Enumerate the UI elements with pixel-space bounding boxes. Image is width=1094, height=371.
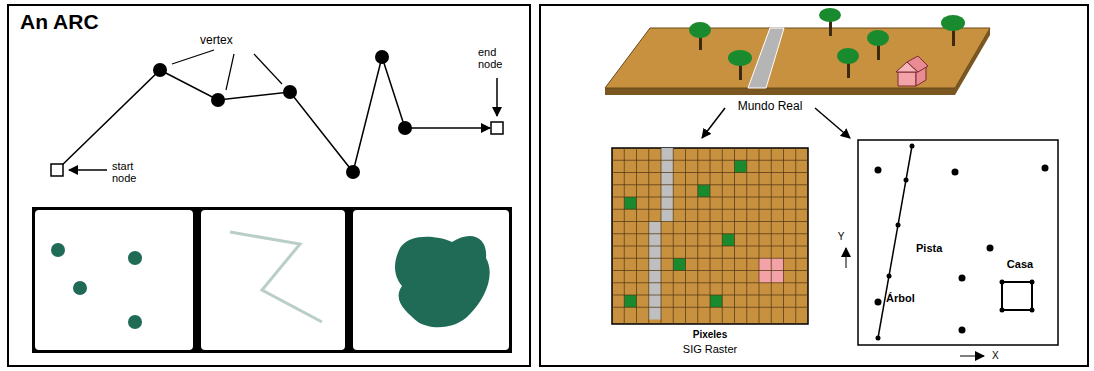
leader-arrow — [702, 108, 725, 138]
road-vertices — [876, 144, 915, 341]
ground — [605, 28, 990, 88]
house — [896, 56, 928, 86]
start-node — [51, 164, 63, 176]
panel-title: An ARC — [20, 10, 99, 33]
feature-label: Pista — [916, 242, 942, 254]
leader-line — [172, 50, 282, 90]
raster-gridlines — [612, 148, 808, 324]
house-polygon — [1002, 282, 1032, 310]
end-node — [491, 122, 503, 134]
tree-points — [875, 165, 1049, 334]
leader-arrow — [69, 169, 107, 171]
callout-label: end node — [478, 46, 514, 70]
axis-arrow — [960, 356, 984, 357]
axis-arrow — [846, 248, 847, 268]
arc-line — [57, 57, 405, 172]
house-vertices — [1000, 280, 1035, 313]
line-feature — [230, 232, 322, 322]
scene-caption: Mundo Real — [738, 100, 803, 113]
axis-label: Y — [838, 231, 845, 242]
leader-arrow — [496, 78, 498, 116]
callout-label: vertex — [200, 34, 233, 47]
road-line — [878, 146, 912, 338]
trees — [689, 8, 965, 80]
example-panel — [201, 210, 345, 350]
leader-arrow — [815, 108, 850, 138]
road — [748, 28, 784, 88]
panel-frame — [540, 5, 1088, 366]
ground-edge — [605, 88, 955, 95]
grid-caption: Pixeles — [693, 329, 727, 340]
polygon-feature — [395, 236, 490, 327]
vector-frame — [858, 140, 1058, 345]
point-features — [51, 243, 142, 329]
panel-frame — [8, 5, 530, 366]
grid-caption: SIG Raster — [683, 343, 737, 355]
arc-line — [405, 127, 490, 129]
feature-label: Árbol — [886, 292, 915, 304]
callout-label: start node — [112, 160, 152, 184]
raster-grid — [612, 148, 808, 324]
axis-label: X — [992, 350, 999, 361]
feature-label: Casa — [1007, 258, 1033, 270]
vertex-dots — [153, 50, 412, 179]
example-panel — [353, 210, 509, 350]
example-strip — [32, 207, 512, 353]
example-panel — [35, 210, 193, 350]
